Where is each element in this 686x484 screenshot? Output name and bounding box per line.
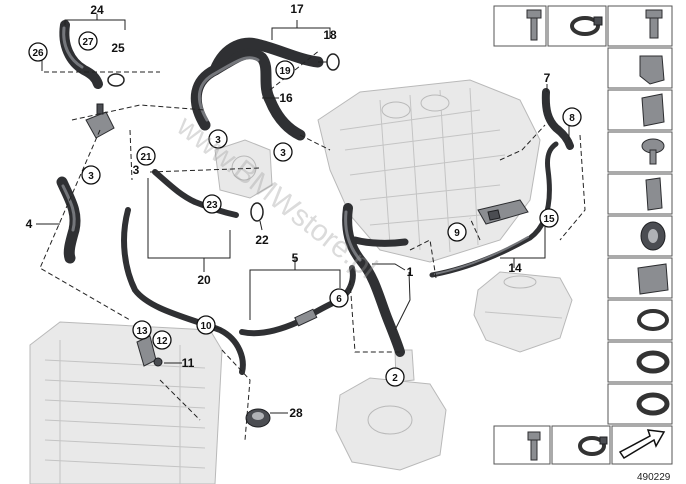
callout-circle-c26 <box>28 42 48 62</box>
legend-clamp-2 <box>636 392 670 416</box>
callout-15: 15 <box>543 214 555 225</box>
callout-circle-c15 <box>539 208 559 228</box>
radiator-ghost <box>29 321 223 484</box>
legend-clamp-3 <box>636 350 670 374</box>
hose-5 <box>239 265 356 337</box>
expansion-tank-ghost <box>473 271 573 353</box>
hose-7 <box>541 88 574 150</box>
legend-grommet-9 <box>640 221 666 251</box>
hose-20 <box>152 169 239 218</box>
dashed-assembly-lines <box>39 49 586 441</box>
legend-panel <box>493 5 673 465</box>
callout-3d: 3 <box>133 163 140 177</box>
hose-1 <box>342 203 409 357</box>
callout-8: 8 <box>569 113 575 124</box>
leader-lines <box>36 14 570 414</box>
callout-10: 10 <box>200 321 212 332</box>
callout-14: 14 <box>508 261 522 275</box>
hose-16 <box>190 37 324 141</box>
callout-20: 20 <box>197 273 211 287</box>
callout-circle-c10 <box>196 315 216 335</box>
callout-3c: 3 <box>88 171 94 182</box>
callout-6: 6 <box>336 294 342 305</box>
legend-bolt-23 <box>526 9 542 41</box>
callout-circle-c23 <box>202 194 222 214</box>
callout-circle-c21 <box>136 146 156 166</box>
callout-circle-c3b <box>273 142 293 162</box>
callout-circle-c9 <box>447 222 467 242</box>
callout-21: 21 <box>140 152 152 163</box>
legend-rivet-12 <box>641 138 665 165</box>
callout-circle-c3a <box>208 129 228 149</box>
part-13-12-bracket <box>136 335 163 367</box>
callout-circle-c12 <box>152 330 172 350</box>
callout-7: 7 <box>544 71 551 85</box>
callout-28: 28 <box>289 406 303 420</box>
callout-13: 13 <box>136 326 148 337</box>
pump-ghost <box>335 349 447 471</box>
legend-clamp-26 <box>578 436 608 456</box>
legend-clip-10 <box>645 177 663 211</box>
legend-clamp-6 <box>637 309 669 331</box>
callout-circle-c3c <box>81 165 101 185</box>
callout-circle-c8 <box>562 107 582 127</box>
callout-16: 16 <box>279 91 293 105</box>
legend-clamp-21 <box>570 16 603 36</box>
callout-22: 22 <box>255 233 269 247</box>
hose-10 <box>121 207 246 375</box>
legend-bolt-27 <box>527 431 541 461</box>
callout-18: 18 <box>323 28 337 42</box>
callout-5: 5 <box>292 251 299 265</box>
callout-12: 12 <box>156 336 168 347</box>
part-22-seal <box>250 202 264 222</box>
hose-24 <box>59 20 103 89</box>
callout-19: 19 <box>279 66 291 77</box>
part-18-seal <box>326 53 340 71</box>
part-28-grommet <box>245 408 271 428</box>
callout-3b: 3 <box>280 148 286 159</box>
callout-circle-c2 <box>385 367 405 387</box>
part-25-seal <box>107 73 125 87</box>
callout-11: 11 <box>182 356 195 370</box>
hose-4 <box>56 176 81 264</box>
callout-23: 23 <box>206 200 218 211</box>
callout-26: 26 <box>32 48 44 59</box>
callout-2: 2 <box>392 373 398 384</box>
drawing-code: 490229 <box>637 472 671 483</box>
callout-4: 4 <box>26 217 33 231</box>
callout-17: 17 <box>290 2 304 16</box>
callout-9: 9 <box>454 228 460 239</box>
direction-arrow-icon <box>618 429 666 460</box>
sensor-top-left <box>85 103 115 139</box>
callout-3a: 3 <box>215 135 221 146</box>
legend-clip-13 <box>641 93 665 127</box>
callout-circle-c27 <box>78 31 98 51</box>
callout-27: 27 <box>82 37 94 48</box>
legend-clip-15 <box>639 55 665 85</box>
callout-circle-c19 <box>275 60 295 80</box>
thermostat-housing-ghost <box>214 139 273 199</box>
callout-1: 1 <box>407 265 414 279</box>
callout-24: 24 <box>90 3 104 17</box>
callout-25: 25 <box>111 41 125 55</box>
callout-circle-c6 <box>329 288 349 308</box>
callout-circle-c13 <box>132 320 152 340</box>
legend-clip-8 <box>637 263 669 295</box>
part-9-bracket <box>477 199 529 225</box>
legend-bolt-19 <box>645 9 663 39</box>
